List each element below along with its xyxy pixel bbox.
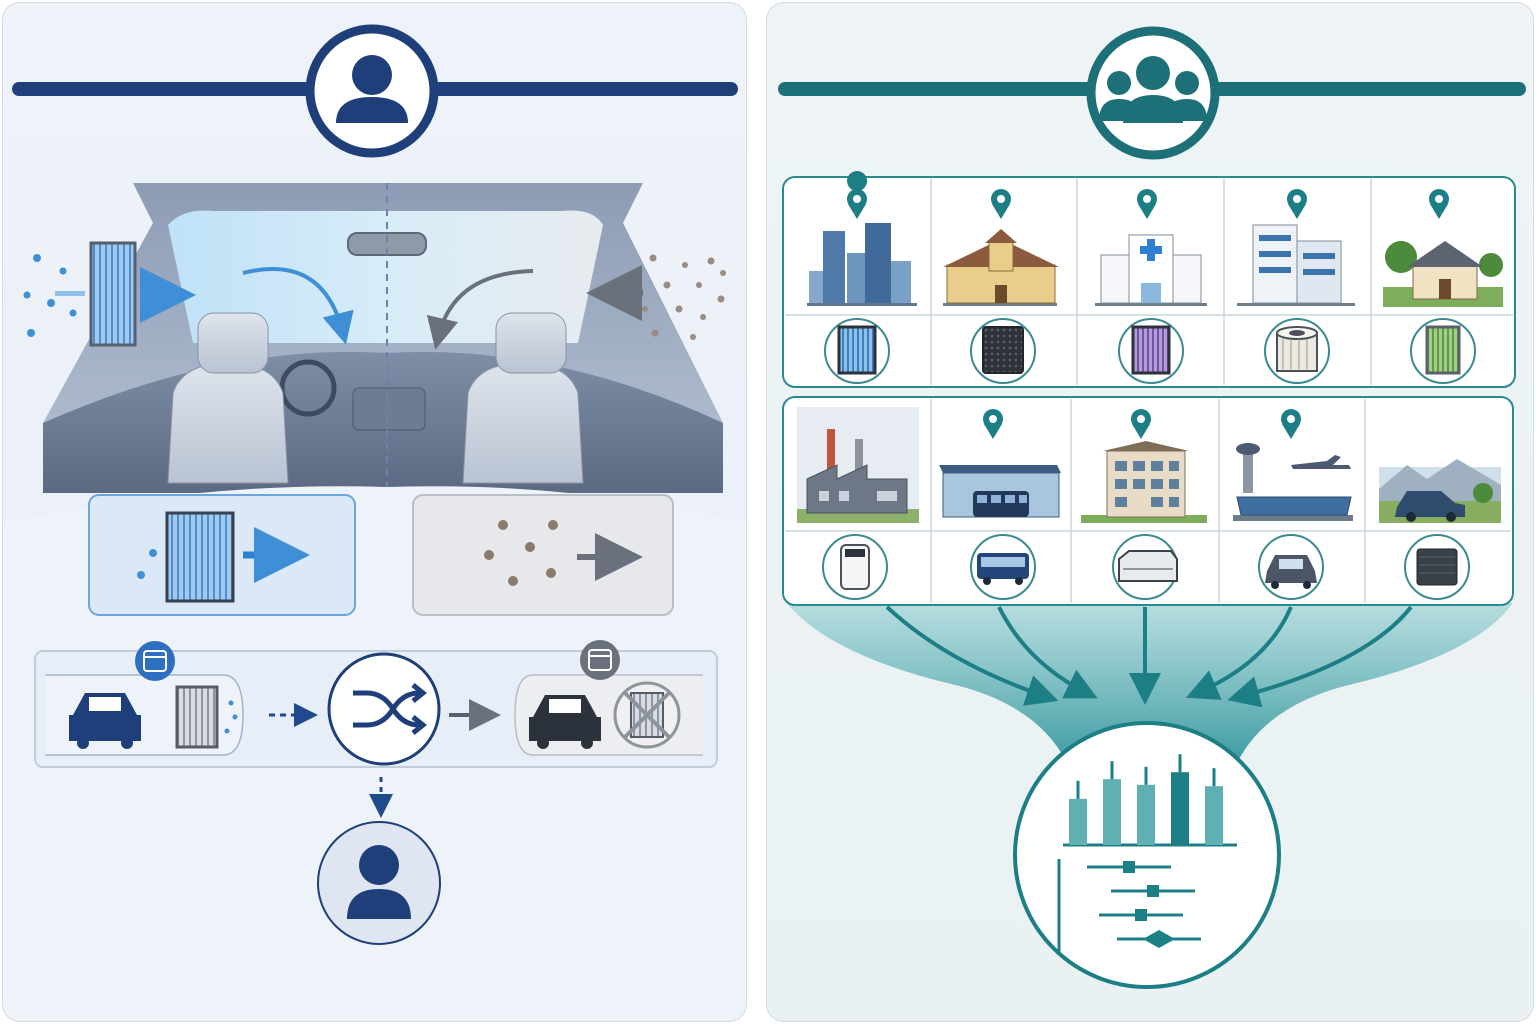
individual-panel (2, 2, 747, 1022)
forest-point-3 (1135, 909, 1147, 921)
purple-pleated-filter-icon (1118, 318, 1184, 384)
site-apartment-building (1081, 409, 1207, 523)
ceiling-cassette-unit-icon (1112, 534, 1178, 600)
calendar-icon (135, 641, 175, 681)
site-car-landscape (1379, 459, 1501, 523)
pooled-analysis-badge (1013, 721, 1281, 989)
site-city-skyline (807, 171, 917, 306)
pooled-estimate-diamond (1143, 930, 1175, 948)
crossover-timeline (34, 640, 718, 768)
green-pleated-filter-icon (1410, 318, 1476, 384)
unfiltered-particles (586, 254, 726, 340)
bus-icon (970, 534, 1036, 600)
header-bar (778, 26, 1526, 160)
site-factory (797, 407, 919, 523)
clean-air-inflow (23, 241, 196, 347)
bar-1 (1069, 798, 1087, 845)
car-icon (1258, 534, 1324, 600)
forest-point-2 (1147, 885, 1159, 897)
pleated-filter-icon (89, 241, 137, 347)
shuffle-icon (327, 652, 441, 766)
site-office-building (1237, 189, 1355, 306)
site-school (943, 189, 1059, 306)
bar-2 (1103, 779, 1121, 845)
no-filter-icon (613, 681, 681, 749)
bar-3 (1137, 784, 1155, 845)
carbon-filter-icon (970, 318, 1036, 384)
cylindrical-filter-icon (1264, 318, 1330, 384)
bar-4 (1171, 772, 1189, 845)
site-airport (1233, 409, 1353, 521)
converging-arrows (885, 605, 1413, 708)
site-hospital (1095, 189, 1207, 306)
blue-pleated-filter-icon (824, 318, 890, 384)
car-icon (529, 695, 601, 749)
population-diagram (778, 26, 1526, 989)
individual-diagram (3, 24, 746, 1021)
bar-5 (1205, 786, 1223, 845)
single-person-icon (336, 55, 408, 123)
header-bar (12, 24, 738, 158)
unfiltered-card (412, 494, 674, 616)
population-panel (766, 2, 1534, 1022)
filtered-card (88, 494, 356, 616)
site-bus-station (939, 409, 1061, 518)
air-purifier-icon (822, 534, 888, 600)
forest-point-1 (1123, 861, 1135, 873)
site-house (1383, 189, 1503, 307)
calendar-icon (580, 640, 620, 680)
car-cabin-scene (43, 183, 723, 493)
bottom-person-badge (317, 821, 441, 945)
group-people-icon (1099, 56, 1207, 123)
forest-plot-icon (1069, 754, 1223, 845)
outdoor-ac-unit-icon (1404, 534, 1470, 600)
car-icon (69, 693, 141, 749)
